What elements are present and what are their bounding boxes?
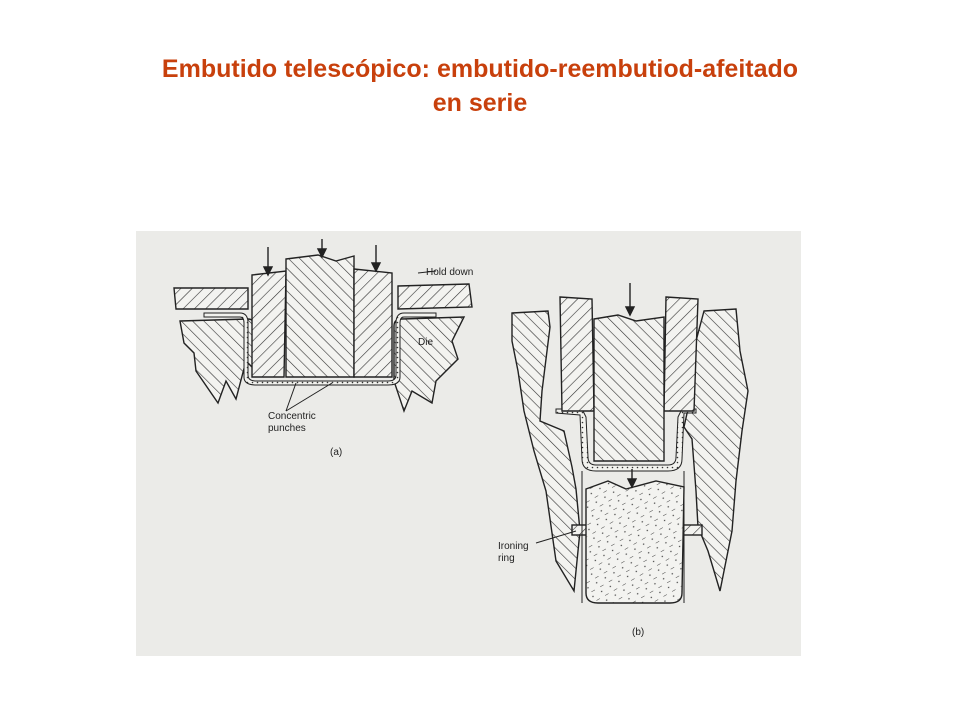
hold-down-right bbox=[397, 283, 473, 310]
label-concentric-line1: Concentric bbox=[268, 411, 316, 422]
cup-blank bbox=[203, 312, 437, 386]
caption-b: (b) bbox=[632, 627, 644, 638]
inner-punch-b bbox=[593, 314, 665, 462]
diagram-b bbox=[511, 283, 749, 604]
punch-arrows bbox=[262, 239, 382, 277]
caption-a: (a) bbox=[330, 447, 342, 458]
label-concentric-line2: punches bbox=[268, 423, 306, 434]
punch-b-arrows bbox=[624, 283, 638, 489]
outer-punch-left bbox=[251, 270, 287, 378]
label-hold-down: Hold down bbox=[426, 267, 473, 278]
drawing-figure: Hold down Die Concentric punches (a) bbox=[173, 239, 749, 638]
slide-title: Embutido telescópico: embutido-reembutio… bbox=[40, 52, 920, 120]
center-punch bbox=[285, 254, 355, 378]
title-line-2: en serie bbox=[432, 89, 528, 117]
figure-panel: Hold down Die Concentric punches (a) bbox=[136, 231, 801, 656]
label-ironing-line2: ring bbox=[498, 553, 515, 564]
leader-hold-down bbox=[417, 270, 437, 274]
leader-concentric-1 bbox=[285, 382, 297, 412]
leader-concentric-2 bbox=[285, 382, 333, 412]
title-line-1: Embutido telescópico: embutido-reembutio… bbox=[161, 55, 799, 83]
cup-b bbox=[555, 408, 697, 472]
leader-ironing bbox=[535, 530, 577, 544]
outer-punch-right bbox=[353, 268, 393, 378]
outer-punch-b-left bbox=[559, 296, 595, 412]
label-die: Die bbox=[418, 337, 433, 348]
die-left bbox=[179, 318, 255, 405]
label-ironing-line1: Ironing bbox=[498, 541, 529, 552]
drawn-cup-b bbox=[585, 480, 685, 604]
hold-down-left bbox=[173, 287, 249, 310]
outer-punch-b-right bbox=[663, 296, 699, 412]
die-right bbox=[393, 316, 466, 414]
diagram-a bbox=[173, 239, 473, 414]
